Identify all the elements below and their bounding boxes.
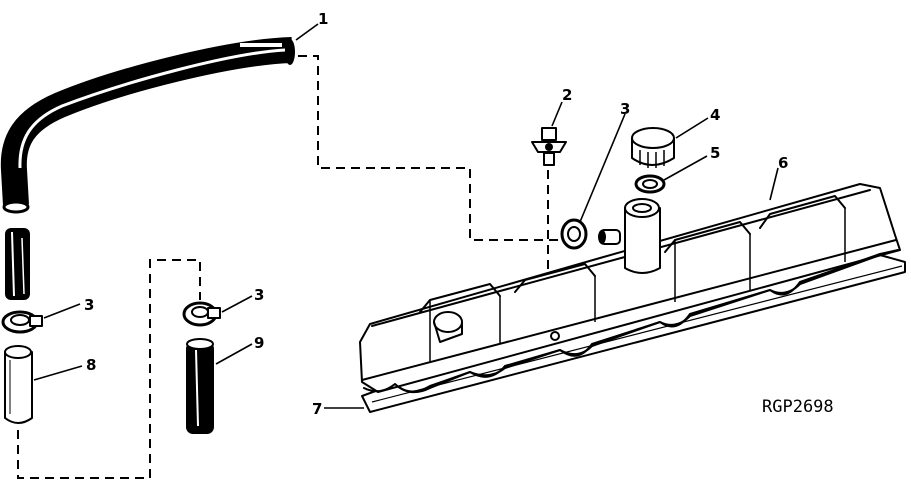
callout-3-left: 3 (84, 296, 94, 314)
hose-clamp-middle-part-3 (182, 301, 221, 327)
callout-labels: 1 2 3 4 5 6 7 3 8 3 9 (84, 10, 788, 418)
callout-7: 7 (312, 400, 322, 418)
callout-2: 2 (562, 86, 572, 104)
dashed-routing-upper (298, 55, 560, 330)
callout-6: 6 (778, 154, 788, 172)
callout-5: 5 (710, 144, 720, 162)
fitting-part-2 (531, 127, 567, 166)
callout-9: 9 (254, 334, 264, 352)
callout-8: 8 (86, 356, 96, 374)
callout-1: 1 (318, 10, 328, 28)
breather-hose-part-1 (0, 37, 295, 214)
filler-cap-part-4 (631, 127, 675, 168)
tube-part-8 (4, 345, 33, 424)
hose-clamp-left-part-3 (1, 310, 43, 334)
seal-ring-part-5 (634, 174, 666, 194)
valve-cover-part-6 (359, 183, 901, 393)
hose-part-9 (186, 338, 214, 434)
callout-3-top: 3 (620, 100, 630, 118)
short-hose-left (5, 228, 30, 300)
leader-lines (33, 23, 779, 409)
hose-clamp-top-part-3 (560, 218, 621, 250)
callout-4: 4 (710, 106, 720, 124)
callout-3-middle: 3 (254, 286, 264, 304)
dashed-routing-lower-left (17, 259, 201, 479)
figure-id-label: RGP2698 (762, 397, 834, 417)
